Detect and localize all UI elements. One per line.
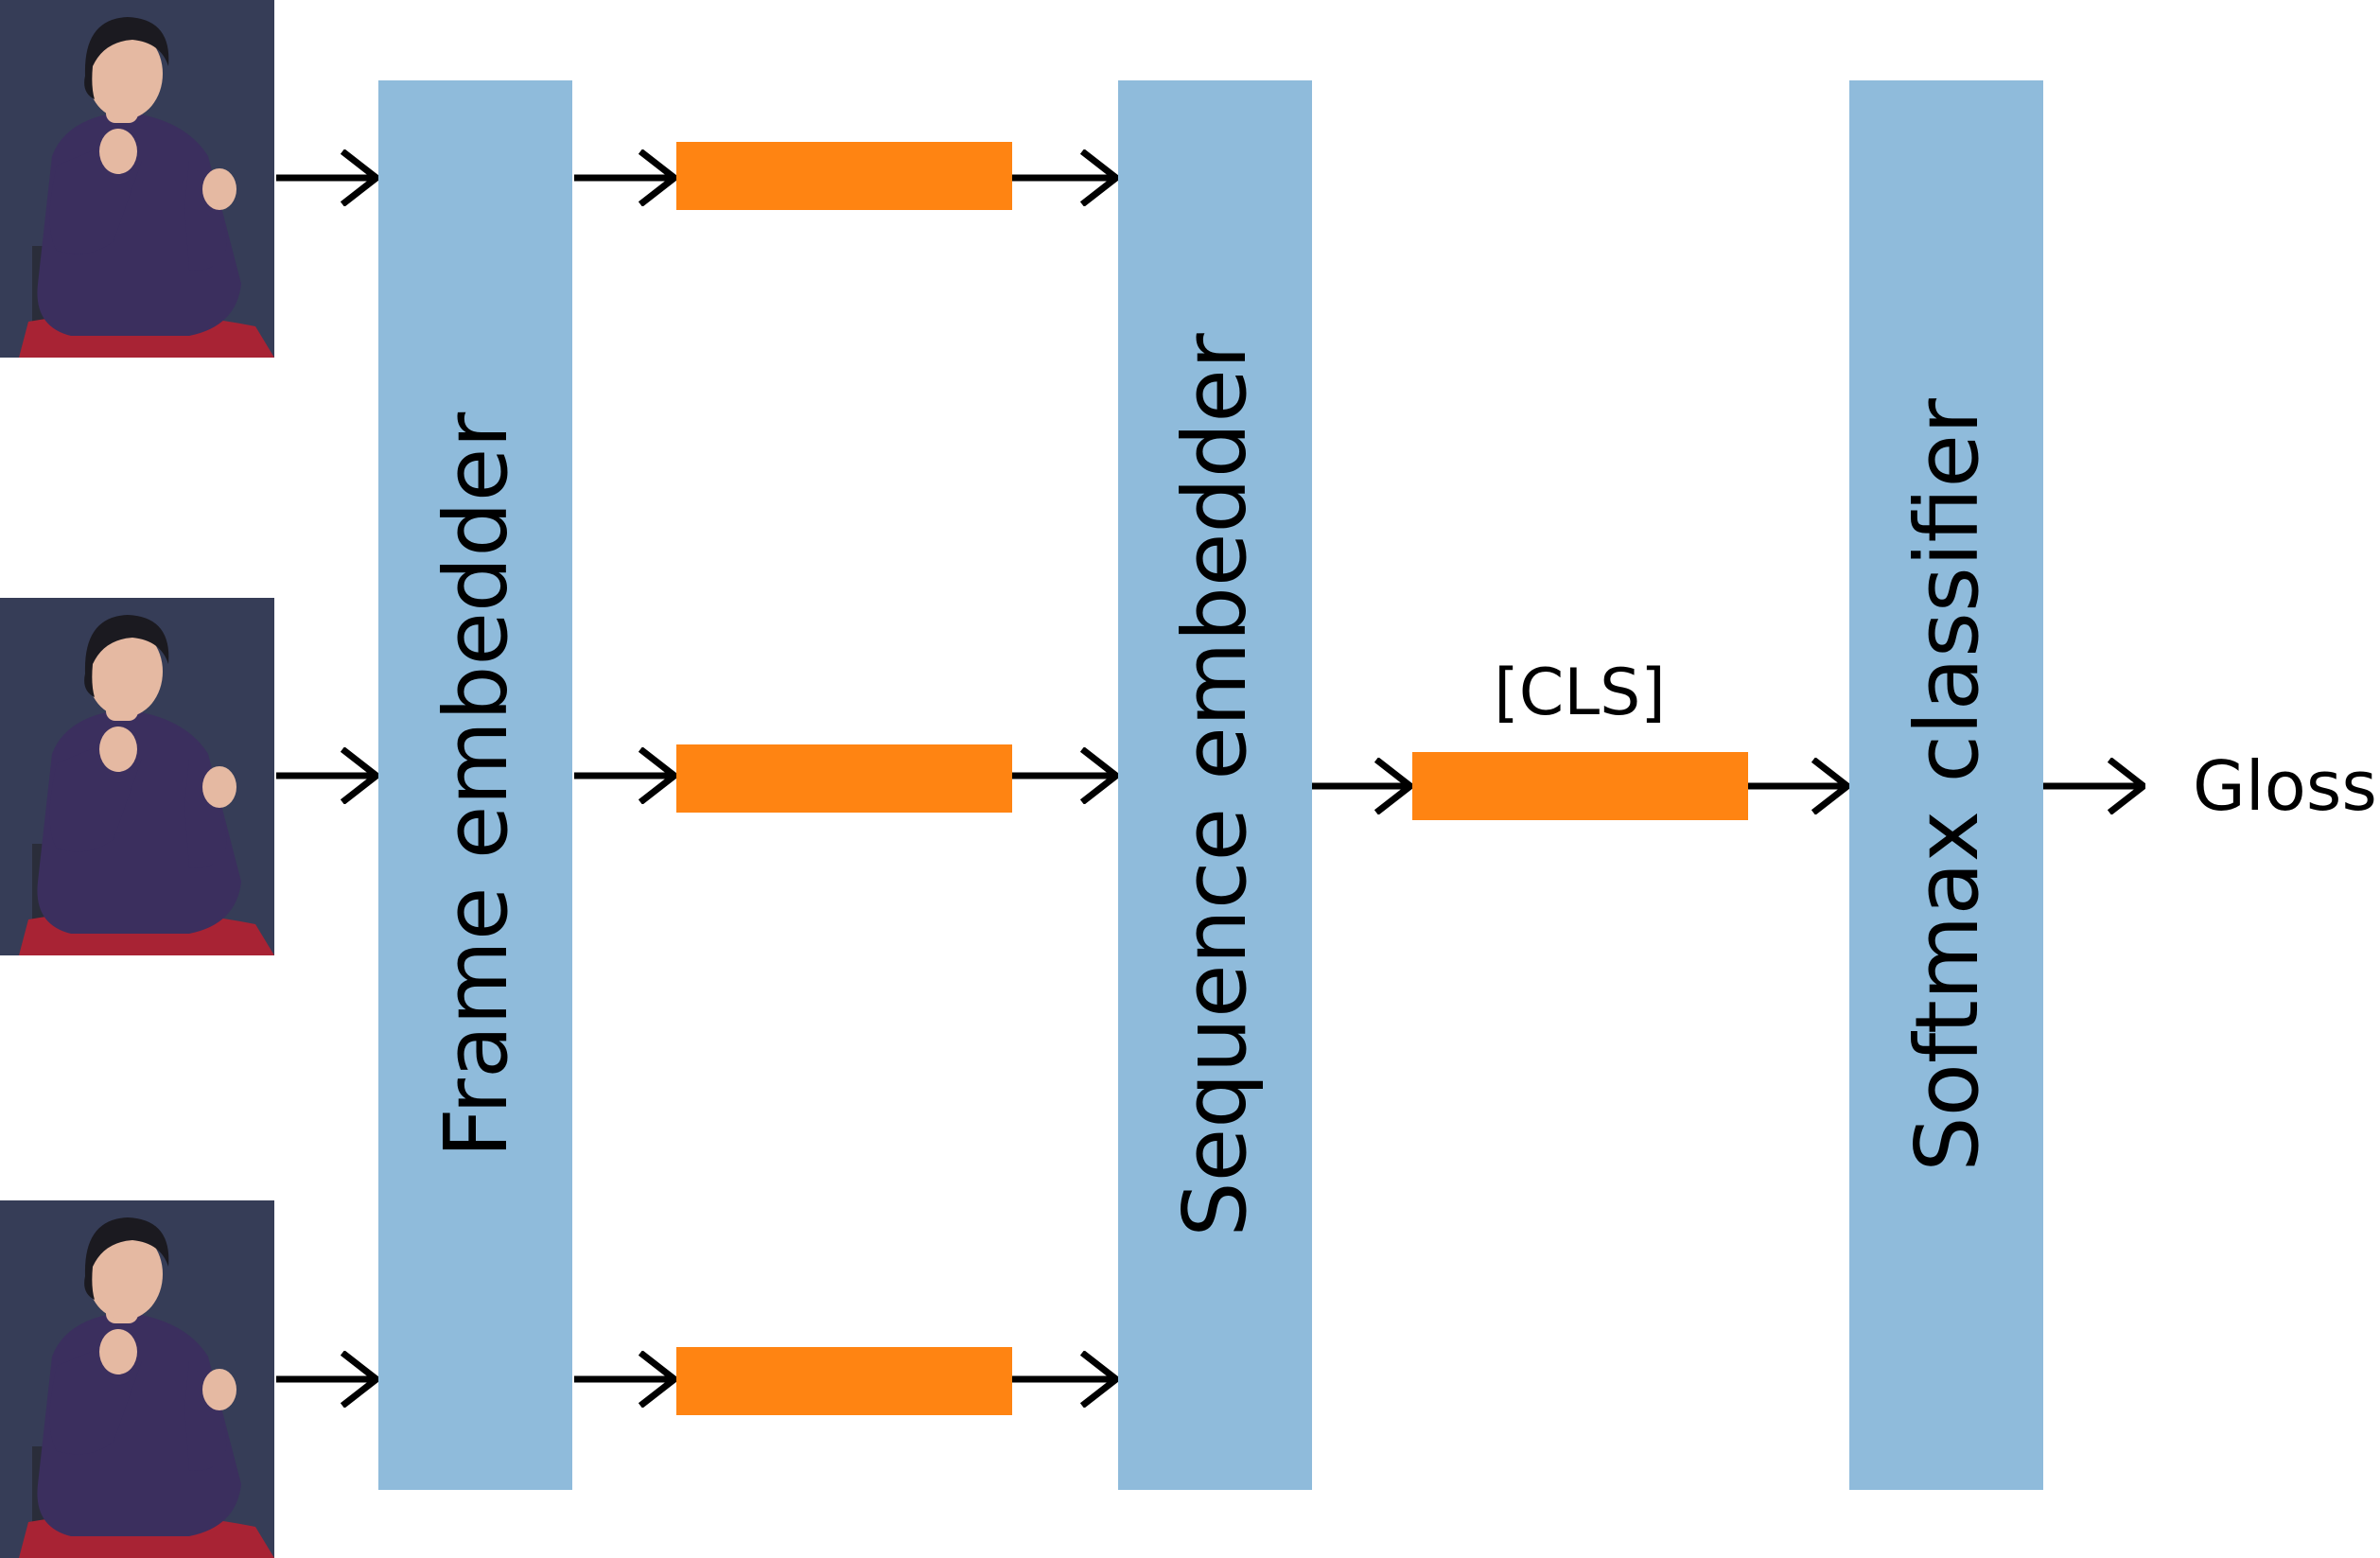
sequence-embedder-block (1118, 80, 1312, 1490)
frame-embedding-3 (676, 1347, 1012, 1415)
frame-embedder-block (378, 80, 572, 1490)
gloss-output-label: Gloss (2193, 746, 2377, 826)
input-frame-2 (0, 598, 274, 955)
input-frame-3 (0, 1200, 274, 1558)
frame-embedding-2 (676, 744, 1012, 813)
sequence-embedder-label: Sequence embedder (1164, 333, 1266, 1237)
cls-label: [CLS] (1494, 656, 1666, 730)
frame-embedding-1 (676, 142, 1012, 210)
frame-embedder-label: Frame embedder (426, 412, 527, 1159)
cls-embedding (1412, 752, 1748, 820)
input-frame-1 (0, 0, 274, 358)
softmax-classifier-block (1849, 80, 2043, 1490)
softmax-classifier-label: Softmax classifier (1897, 398, 1998, 1172)
